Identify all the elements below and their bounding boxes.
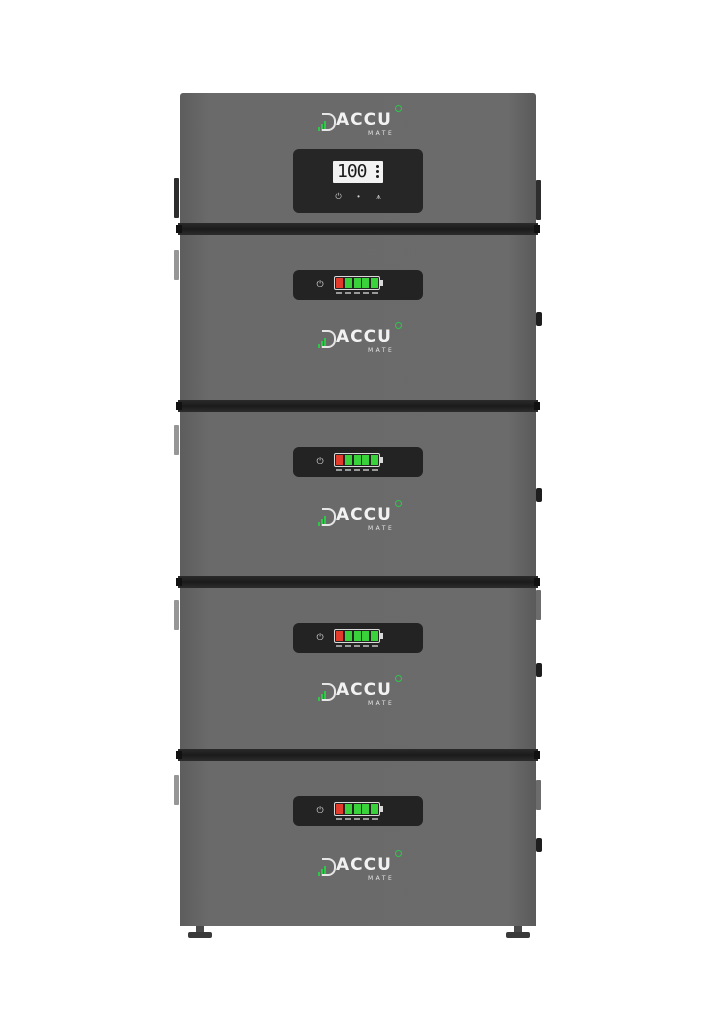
battery-level-icon — [334, 629, 383, 643]
charge-cell — [362, 804, 370, 814]
charge-cell — [344, 804, 352, 814]
battery-level-icon — [334, 276, 383, 290]
right-bump — [536, 780, 541, 810]
brand-name: ACCU — [336, 327, 392, 347]
charge-cell — [362, 455, 370, 465]
dot-icon[interactable]: • — [357, 192, 360, 201]
brand-subtitle: MATE — [368, 347, 395, 354]
charge-indicator-3: ⏻ — [293, 623, 423, 653]
logo-badge-icon — [395, 322, 402, 329]
level-ticks — [335, 645, 381, 648]
brand-subtitle: MATE — [368, 525, 395, 532]
charge-indicator-1: ⏻ — [293, 270, 423, 300]
charge-cell — [362, 278, 370, 288]
right-foot — [506, 926, 530, 938]
left-foot — [188, 926, 212, 938]
level-ticks — [335, 469, 381, 472]
left-handle — [174, 178, 179, 218]
logo-bracket — [322, 330, 336, 348]
brand-subtitle: MATE — [368, 700, 395, 707]
left-bump — [174, 250, 179, 280]
brand-subtitle: MATE — [368, 130, 395, 137]
logo-badge-icon — [395, 500, 402, 507]
charge-cell — [371, 631, 379, 641]
logo-bracket — [322, 683, 336, 701]
charge-cell — [353, 631, 361, 641]
charge-cell — [336, 804, 343, 814]
brand-logo: ACCU MATE — [318, 105, 418, 140]
battery-level-icon — [334, 453, 383, 467]
logo-badge-icon — [395, 105, 402, 112]
charge-cell — [344, 455, 352, 465]
left-bump — [174, 775, 179, 805]
charge-cell — [371, 455, 379, 465]
charge-indicator-4: ⏻ — [293, 796, 423, 826]
charge-cell — [371, 804, 379, 814]
side-connector — [536, 663, 542, 677]
lcd-display: 100 — [333, 161, 383, 183]
logo-bracket — [322, 113, 336, 131]
level-ticks — [335, 818, 381, 821]
charge-cell — [353, 278, 361, 288]
charge-cell — [362, 631, 370, 641]
right-bump — [536, 590, 541, 620]
charge-cell — [336, 631, 343, 641]
charge-cell — [371, 278, 379, 288]
battery-module-2 — [180, 412, 536, 576]
logo-badge-icon — [395, 850, 402, 857]
left-bump — [174, 600, 179, 630]
brand-name: ACCU — [336, 110, 392, 130]
logo-bracket — [322, 858, 336, 876]
lcd-value: 100 — [337, 161, 367, 182]
power-icon[interactable]: ⏻ — [316, 805, 324, 815]
separator-rail — [176, 223, 540, 235]
control-panel: 100 ⏻ • ⩚ — [293, 149, 423, 213]
battery-module-1 — [180, 235, 536, 400]
logo-bracket — [322, 508, 336, 526]
lcd-unit-indicators — [376, 165, 379, 180]
power-icon[interactable]: ⏻ — [316, 632, 324, 642]
power-icon[interactable]: ⏻ — [335, 192, 342, 201]
charge-cell — [344, 631, 352, 641]
separator-rail — [176, 749, 540, 761]
brand-subtitle: MATE — [368, 875, 395, 882]
level-ticks — [335, 292, 381, 295]
brand-name: ACCU — [336, 855, 392, 875]
charge-indicator-2: ⏻ — [293, 447, 423, 477]
side-connector — [536, 312, 542, 326]
separator-rail — [176, 576, 540, 588]
right-handle — [536, 180, 541, 220]
charge-cell — [353, 804, 361, 814]
battery-module-4 — [180, 761, 536, 926]
battery-level-icon — [334, 802, 383, 816]
power-icon[interactable]: ⏻ — [316, 279, 324, 289]
charge-cell — [353, 455, 361, 465]
antenna-icon[interactable]: ⩚ — [376, 192, 381, 201]
side-connector — [536, 838, 542, 852]
logo-badge-icon — [395, 675, 402, 682]
power-icon[interactable]: ⏻ — [316, 456, 324, 466]
left-bump — [174, 425, 179, 455]
side-connector — [536, 488, 542, 502]
charge-cell — [344, 278, 352, 288]
battery-module-3 — [180, 588, 536, 749]
brand-name: ACCU — [336, 505, 392, 525]
brand-name: ACCU — [336, 680, 392, 700]
charge-cell — [336, 455, 343, 465]
separator-rail — [176, 400, 540, 412]
charge-cell — [336, 278, 343, 288]
